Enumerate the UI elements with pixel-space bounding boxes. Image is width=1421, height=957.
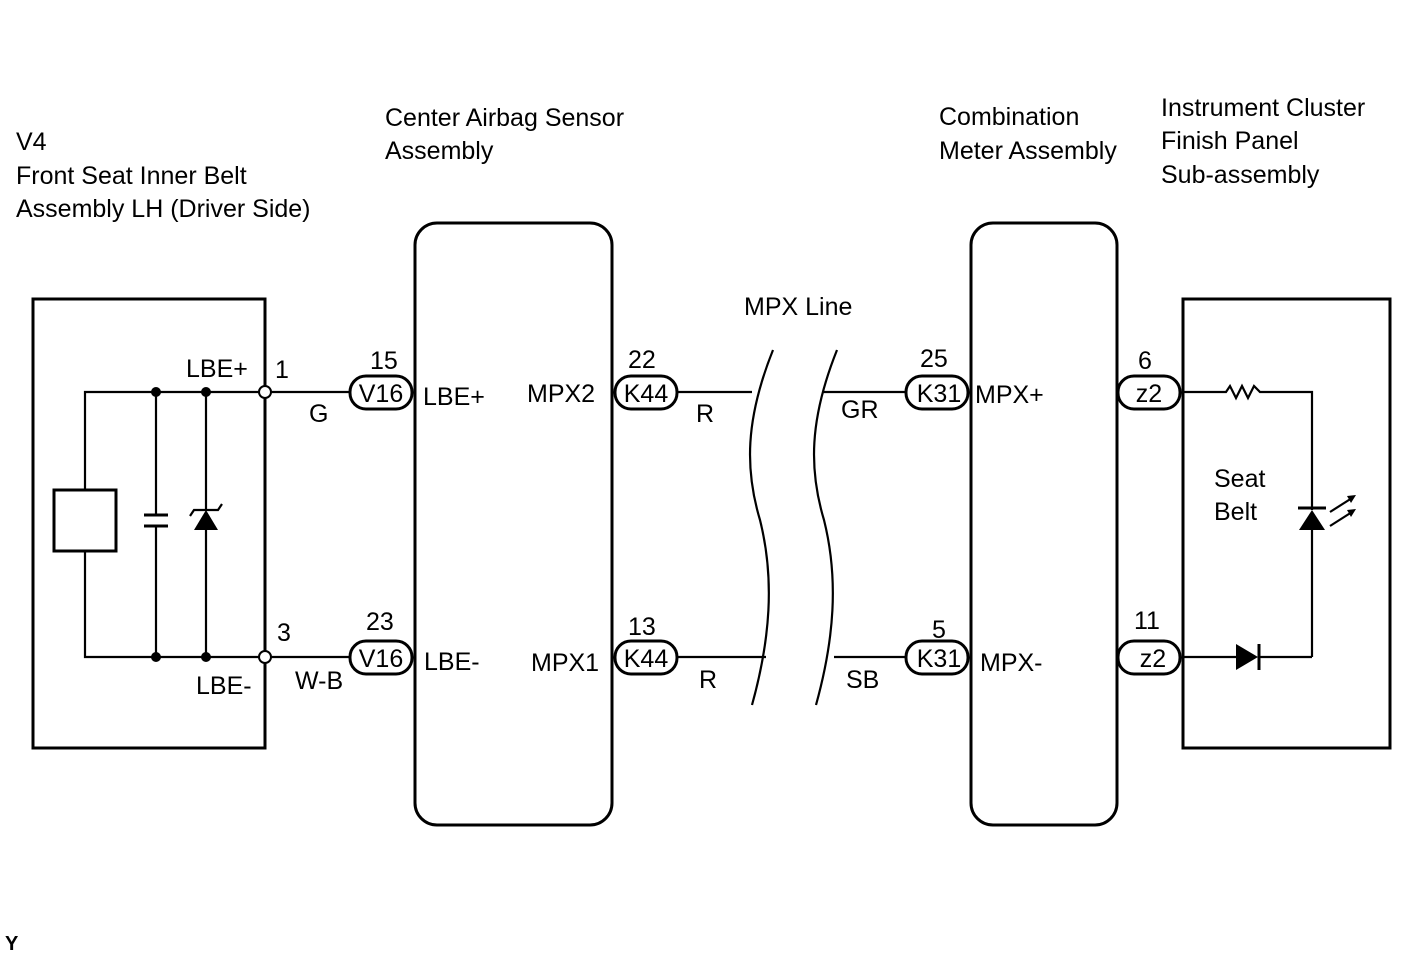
connector-z2-top-label: z2 bbox=[1136, 380, 1162, 408]
diode-icon bbox=[1236, 644, 1258, 670]
connector-z2-bottom bbox=[1116, 639, 1182, 676]
v4-pin-1: 1 bbox=[275, 356, 289, 384]
airbag-sensor-title-line2: Assembly bbox=[385, 137, 494, 165]
v4-name-line2: Assembly LH (Driver Side) bbox=[16, 195, 311, 223]
wire-sb-color: SB bbox=[846, 666, 879, 694]
wire-gr-color: GR bbox=[841, 396, 879, 424]
seat-belt-indicator-line1: Seat bbox=[1214, 465, 1265, 493]
zener-diode-icon bbox=[194, 510, 218, 530]
connector-v16-top bbox=[348, 374, 414, 411]
wire-g-color: G bbox=[309, 400, 328, 428]
sensor-lbe-minus: LBE- bbox=[424, 648, 480, 676]
v4-lbe-plus-label: LBE+ bbox=[186, 355, 248, 383]
led-icon bbox=[1299, 510, 1325, 530]
break-mark-left bbox=[748, 349, 775, 706]
v16-pin-15: 15 bbox=[370, 347, 398, 375]
connector-k31-top bbox=[904, 374, 970, 411]
airbag-sensor-box bbox=[413, 221, 614, 827]
k31-pin-5: 5 bbox=[932, 616, 946, 644]
connector-v16-bottom bbox=[348, 639, 414, 676]
v16-pin-23: 23 bbox=[366, 608, 394, 636]
instrument-cluster-title-line1: Instrument Cluster bbox=[1161, 94, 1365, 122]
connector-v16-bottom-label: V16 bbox=[359, 645, 403, 673]
mpx-line-label: MPX Line bbox=[744, 293, 852, 321]
resistor-icon bbox=[1183, 383, 1314, 510]
airbag-sensor-title-line1: Center Airbag Sensor bbox=[385, 104, 624, 132]
combination-meter-title-line1: Combination bbox=[939, 103, 1079, 131]
connector-k31-bottom bbox=[904, 639, 970, 676]
sensor-mpx1: MPX1 bbox=[531, 649, 599, 677]
sensor-mpx2: MPX2 bbox=[527, 380, 595, 408]
connector-k31-bottom-label: K31 bbox=[917, 645, 961, 673]
connector-k44-top-label: K44 bbox=[624, 380, 669, 408]
combination-meter-box bbox=[969, 221, 1119, 827]
v4-assembly-box bbox=[31, 297, 267, 750]
k44-pin-13: 13 bbox=[628, 613, 656, 641]
instrument-cluster-title-line3: Sub-assembly bbox=[1161, 161, 1320, 189]
z2-pin-6: 6 bbox=[1138, 347, 1152, 375]
connector-z2-bottom-label: z2 bbox=[1140, 645, 1166, 673]
connector-z2-top bbox=[1116, 374, 1182, 411]
v4-internal-circuit bbox=[52, 385, 272, 664]
instrument-cluster-title-line2: Finish Panel bbox=[1161, 127, 1299, 155]
v4-lbe-minus-label: LBE- bbox=[196, 672, 252, 700]
meter-mpx-minus: MPX- bbox=[980, 649, 1043, 677]
v4-name-line1: Front Seat Inner Belt bbox=[16, 162, 247, 190]
seat-belt-indicator-line2: Belt bbox=[1214, 498, 1257, 526]
sensor-lbe-plus: LBE+ bbox=[423, 383, 485, 411]
corner-mark: Y bbox=[5, 933, 19, 955]
wire-wb-color: W-B bbox=[295, 667, 343, 695]
z2-pin-11: 11 bbox=[1134, 607, 1160, 635]
wire-r-bottom-color: R bbox=[699, 666, 717, 694]
k31-pin-25: 25 bbox=[920, 345, 948, 373]
connector-k44-bottom-label: K44 bbox=[624, 645, 669, 673]
connector-v16-top-label: V16 bbox=[359, 380, 403, 408]
instrument-cluster-circuit bbox=[1183, 383, 1356, 670]
break-mark-right bbox=[812, 349, 839, 706]
v4-label: V4 bbox=[16, 128, 47, 156]
v4-pin-3: 3 bbox=[277, 619, 291, 647]
wire-r-top-color: R bbox=[696, 400, 714, 428]
meter-mpx-plus: MPX+ bbox=[975, 381, 1044, 409]
buckle-switch bbox=[52, 488, 118, 553]
combination-meter-title-line2: Meter Assembly bbox=[939, 137, 1117, 165]
connector-k31-top-label: K31 bbox=[917, 380, 961, 408]
k44-pin-22: 22 bbox=[628, 346, 656, 374]
instrument-cluster-box bbox=[1181, 297, 1392, 750]
